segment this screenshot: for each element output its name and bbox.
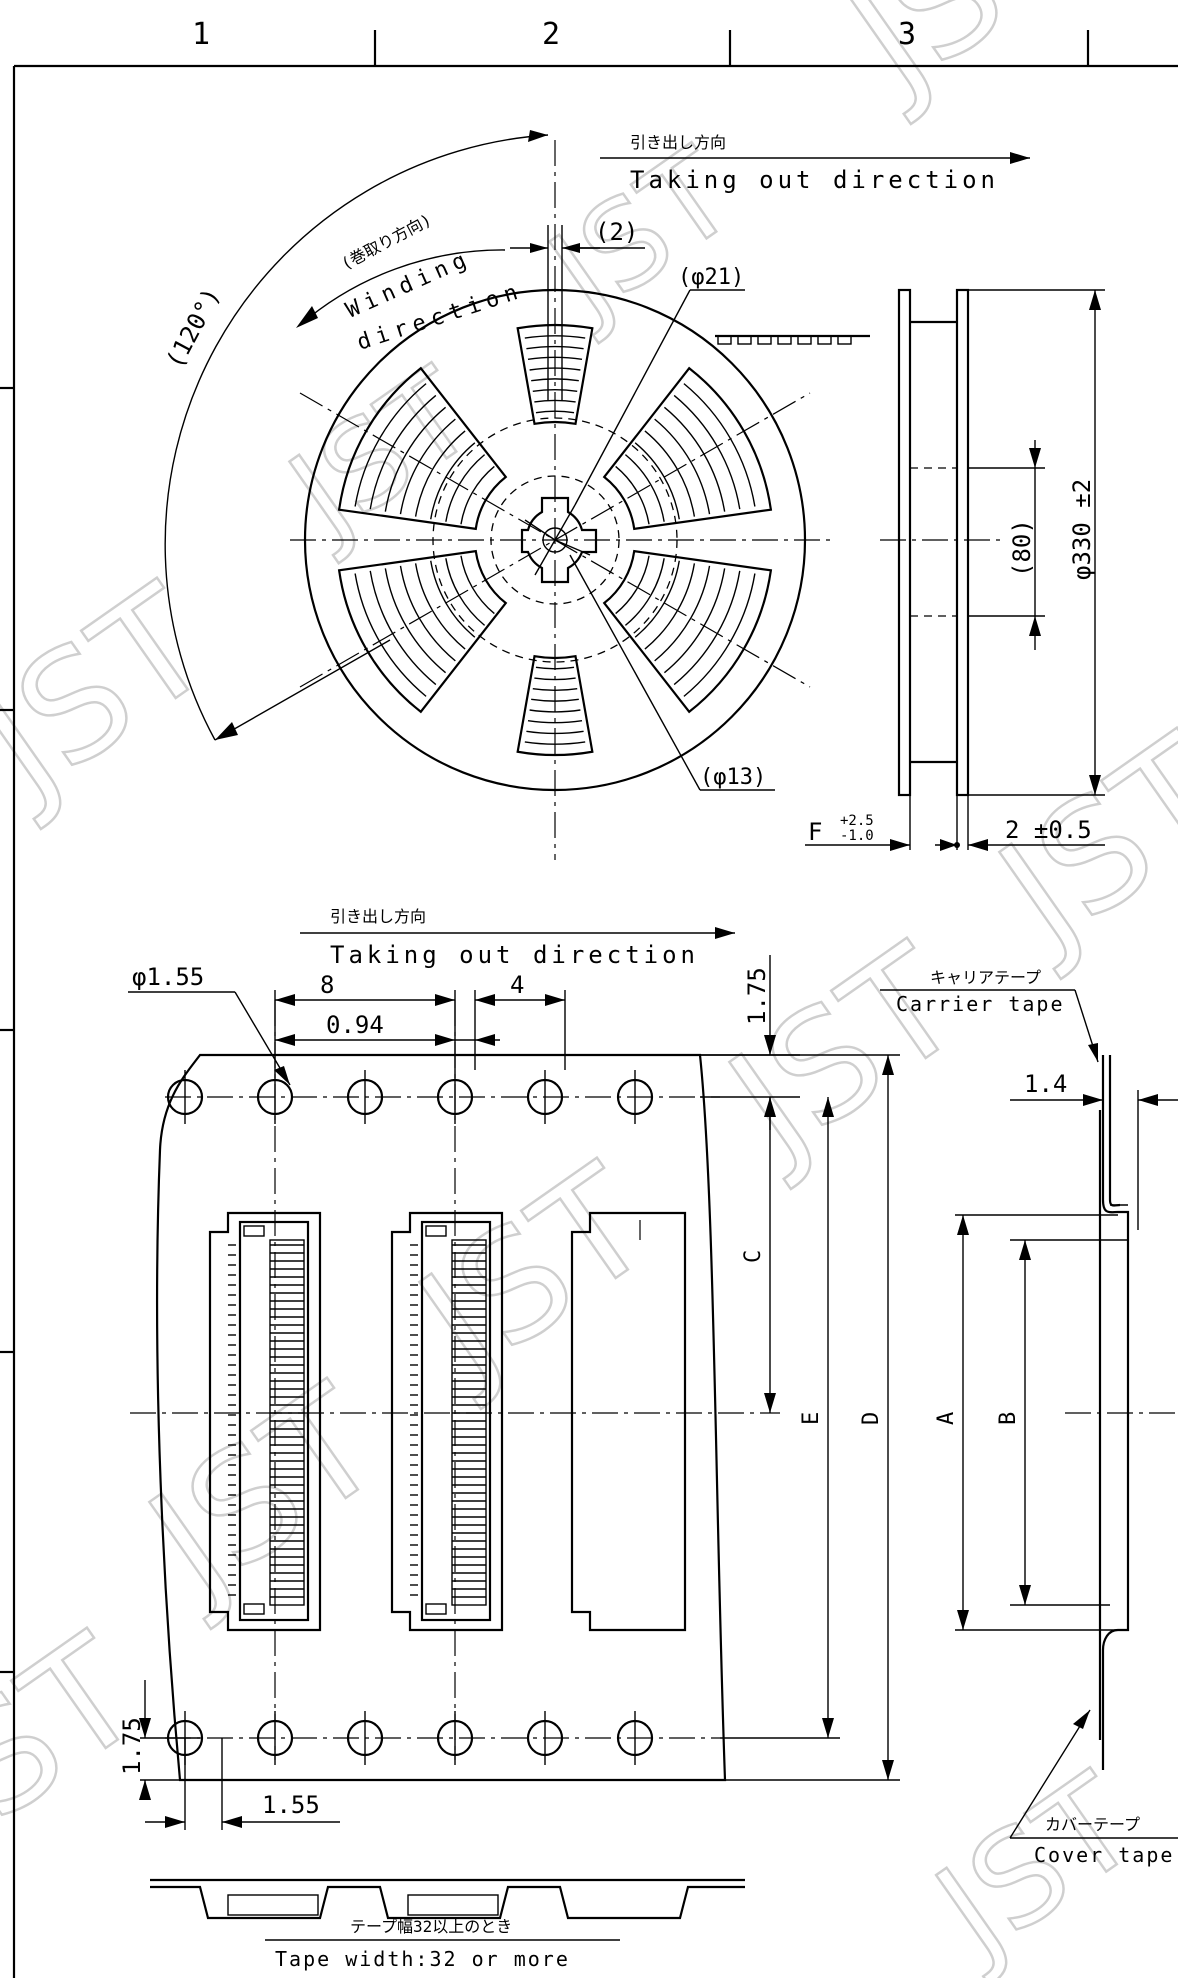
pocket-1 bbox=[208, 1211, 322, 1632]
zone-label-3: 3 bbox=[898, 17, 916, 52]
reel-takeout-jp: 引き出し方向 bbox=[630, 133, 726, 152]
reel-window-3 bbox=[602, 549, 773, 714]
winding-jp: (巻取り方向) bbox=[338, 210, 435, 273]
f-label: F bbox=[808, 818, 822, 846]
arbor-dia-label: (φ13) bbox=[700, 765, 766, 790]
pocket-2 bbox=[390, 1211, 504, 1632]
reel-window-5 bbox=[337, 549, 508, 714]
edge-bottom-label: 1.75 bbox=[118, 1717, 146, 1775]
width-note-jp: テープ幅32以上のとき bbox=[350, 1917, 512, 1936]
f-tol-plus: +2.5 bbox=[840, 813, 874, 829]
hub-width-label: (80) bbox=[1008, 519, 1036, 577]
angle-label: (120°) bbox=[161, 283, 226, 373]
tape-takeout-en: Taking out direction bbox=[330, 941, 699, 969]
watermark-2: JST bbox=[521, 123, 758, 347]
connectors bbox=[228, 1220, 492, 1622]
cover-jp: カバーテープ bbox=[1045, 1815, 1140, 1834]
watermark-6: JST bbox=[694, 914, 991, 1194]
edge-top-label: 1.75 bbox=[743, 967, 771, 1025]
dim-d-label: D bbox=[859, 1412, 884, 1425]
pocket-3-empty bbox=[570, 1211, 687, 1632]
hole-edge-label: 1.55 bbox=[262, 1791, 320, 1819]
watermark-1: JST bbox=[814, 0, 1111, 129]
connector-1 bbox=[228, 1220, 310, 1622]
tape-plan-view: 8 4 0.94 φ1.55 引き出し方向 Taking out directi… bbox=[118, 907, 900, 1830]
zone-label-2: 2 bbox=[542, 17, 560, 52]
tape-cross-section: テープ幅32以上のとき Tape width:32 or more bbox=[150, 1878, 745, 1971]
connector-2 bbox=[410, 1220, 492, 1622]
tape-outline bbox=[155, 1053, 727, 1782]
dim-e-label: E bbox=[799, 1412, 824, 1425]
reel-dia-label: φ330 ±2 bbox=[1068, 479, 1096, 580]
carrier-jp: キャリアテープ bbox=[930, 968, 1041, 987]
flange-thickness-label: 2 ±0.5 bbox=[1005, 816, 1092, 844]
dim-b-label: B bbox=[996, 1412, 1021, 1425]
tape-takeout-jp: 引き出し方向 bbox=[330, 907, 426, 926]
watermark-7: JST bbox=[384, 1134, 681, 1414]
reel-takeout-en: Taking out direction bbox=[630, 166, 999, 194]
hole-pitch-label: 4 bbox=[510, 971, 524, 999]
f-tol-minus: -1.0 bbox=[840, 828, 874, 844]
watermark-4: JST bbox=[0, 554, 241, 834]
thickness-label: 1.4 bbox=[1024, 1070, 1067, 1098]
sprocket-holes bbox=[166, 1070, 654, 1765]
tape-side-section: 1.4 A B キャリアテープ Carrier tape カバーテープ Cove… bbox=[880, 968, 1178, 1867]
arbor-hole bbox=[520, 496, 598, 584]
cover-en: Cover tape bbox=[1034, 1843, 1174, 1867]
hub-dia-label: (φ21) bbox=[678, 265, 744, 290]
carrier-en: Carrier tape bbox=[896, 992, 1065, 1016]
carrier-tape-profile bbox=[1101, 1055, 1130, 1770]
width-note-en: Tape width:32 or more bbox=[275, 1947, 570, 1971]
pitch-label: 8 bbox=[320, 971, 334, 999]
hole-dia-label: φ1.55 bbox=[132, 963, 204, 991]
watermark-3: JST bbox=[261, 343, 498, 567]
angle-arc bbox=[164, 134, 549, 741]
dim-a-label: A bbox=[934, 1412, 959, 1425]
zone-label-1: 1 bbox=[192, 17, 210, 52]
slot-width-label: (2) bbox=[595, 218, 638, 246]
dim-c-label: C bbox=[741, 1250, 766, 1263]
drawing-frame: 1 2 3 bbox=[0, 17, 1178, 1978]
reel-side-view: (80) φ330 ±2 F +2.5 -1.0 2 ±0.5 bbox=[805, 288, 1105, 851]
reel-window-2 bbox=[602, 366, 773, 531]
offset-label: 0.94 bbox=[326, 1011, 384, 1039]
